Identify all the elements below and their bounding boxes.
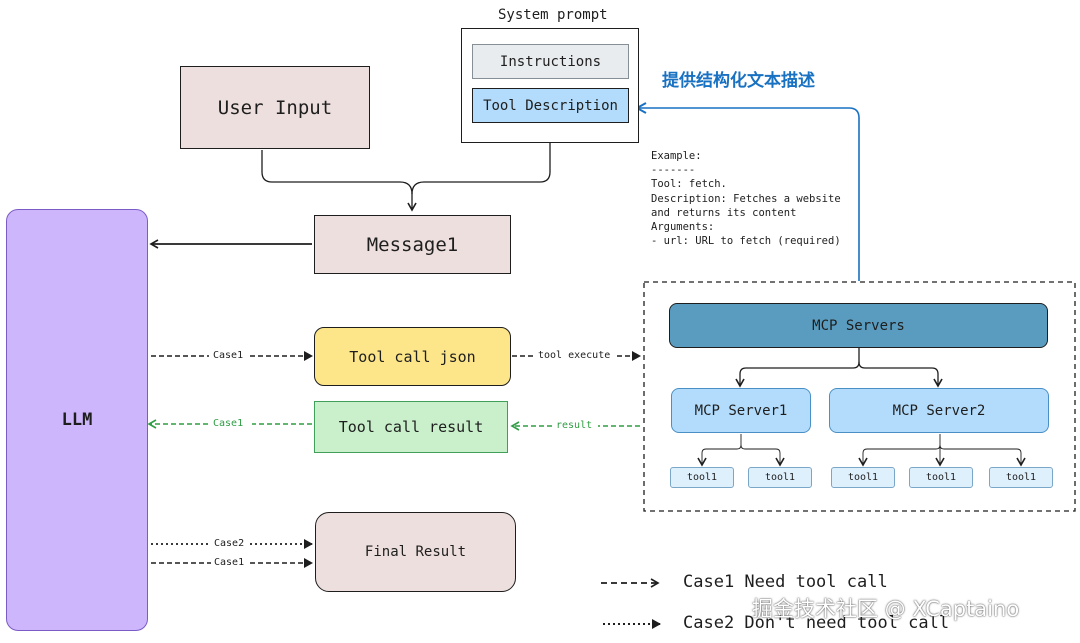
watermark: 掘金技术社区 @ XCaptaino xyxy=(752,597,1020,621)
tool-item: tool1 xyxy=(909,467,973,488)
edge-label-case2: Case2 xyxy=(214,538,245,549)
tool-call-result-box: Tool call result xyxy=(314,401,508,453)
edge-label-result: result xyxy=(556,420,593,431)
example-block: Example: ------- Tool: fetch. Descriptio… xyxy=(651,149,841,248)
example-line: and returns its content xyxy=(651,206,797,219)
edge-label-case1-final: Case1 xyxy=(214,557,245,568)
message1-box: Message1 xyxy=(314,215,511,274)
instructions-box: Instructions xyxy=(472,44,629,79)
mcp-server1-box: MCP Server1 xyxy=(671,388,811,433)
tool-item: tool1 xyxy=(831,467,895,488)
example-line: Description: Fetches a website xyxy=(651,192,841,205)
user-input-connector xyxy=(261,150,417,212)
structured-description-arrow xyxy=(637,108,860,281)
final-result-box: Final Result xyxy=(315,512,516,592)
server2-tool-connector-right xyxy=(939,444,1026,467)
mcp-server2-box: MCP Server2 xyxy=(829,388,1049,433)
example-line: Arguments: xyxy=(651,221,715,234)
edge-label-case1-green: Case1 xyxy=(213,418,244,429)
user-input-box: User Input xyxy=(180,66,370,149)
mcp-split-connector xyxy=(735,348,860,388)
system-prompt-connector xyxy=(411,143,551,195)
edge-label-case1: Case1 xyxy=(213,350,244,361)
structured-description-label: 提供结构化文本描述 xyxy=(662,71,815,91)
legend-case1: Case1 Need tool call xyxy=(683,572,888,592)
tool-description-box: Tool Description xyxy=(472,88,629,123)
example-line: Example: xyxy=(651,150,702,162)
server1-tool-connector xyxy=(697,434,742,467)
server2-tool-connector xyxy=(858,434,941,467)
server1-tool-connector-b xyxy=(740,444,785,467)
tool-item: tool1 xyxy=(989,467,1053,488)
example-line: - url: URL to fetch (required) xyxy=(651,235,841,248)
mcp-container xyxy=(643,281,1076,512)
tool-item: tool1 xyxy=(748,467,812,488)
llm-box: LLM xyxy=(6,209,148,631)
mcp-split-connector-right xyxy=(858,361,943,388)
system-prompt-title: System prompt xyxy=(498,7,608,23)
example-line: ------- xyxy=(651,164,696,177)
edge-label-tool-execute: tool execute xyxy=(538,350,611,361)
tool-item: tool1 xyxy=(670,467,734,488)
legend-case2: Case2 Don't need tool call xyxy=(683,613,950,633)
mcp-servers-box: MCP Servers xyxy=(669,303,1048,348)
example-line: Tool: fetch. xyxy=(651,178,727,191)
tool-call-json-box: Tool call json xyxy=(314,327,511,386)
